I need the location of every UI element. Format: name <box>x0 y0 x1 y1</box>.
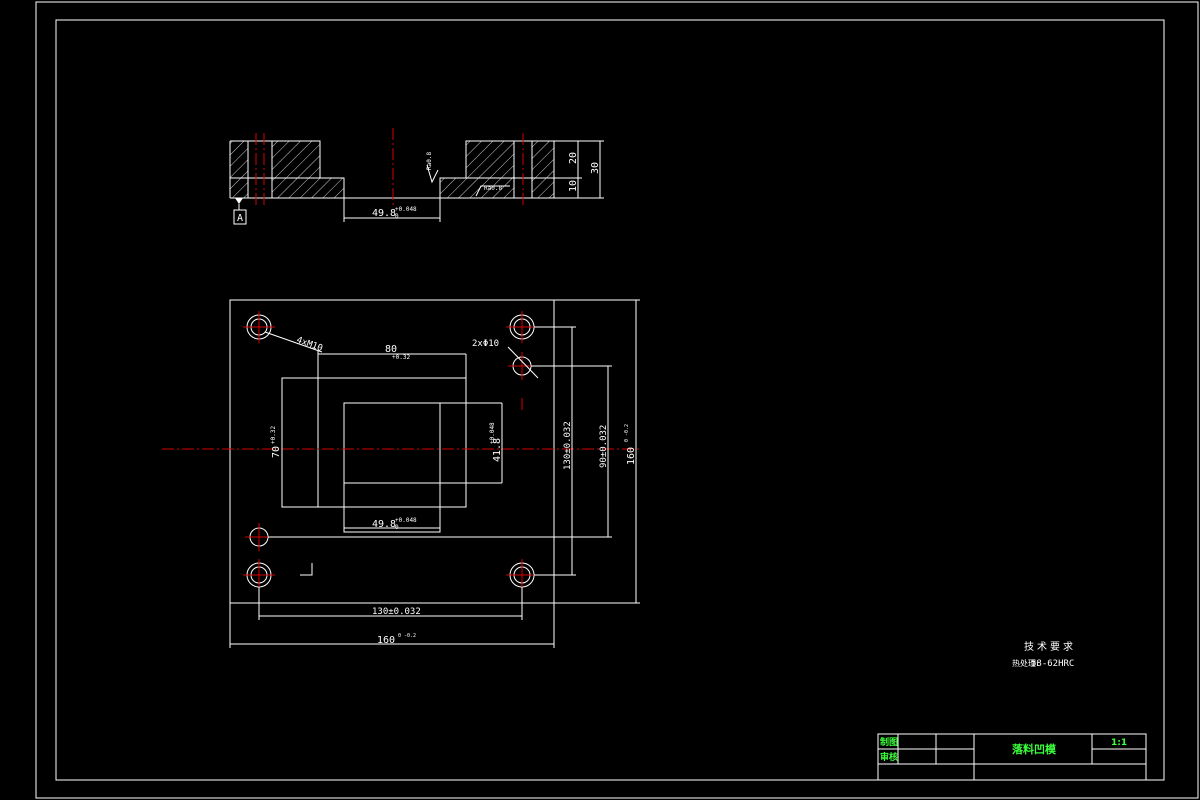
dim-opening-width-tol: +0.048 <box>395 517 417 524</box>
dim-opening-height: 41.8 <box>492 438 503 462</box>
dim-height-lower: 10 <box>568 180 579 192</box>
hatch-right-edge <box>532 141 554 198</box>
die-opening <box>343 402 441 533</box>
dim-overall-width: 160 <box>377 635 395 646</box>
dim-overall-height-tol: 0 -0.2 <box>624 424 630 442</box>
dim-opening-height-tol: +0.048 <box>489 422 496 444</box>
plate-outline <box>229 299 555 604</box>
section-outline-right <box>439 140 555 198</box>
plan-view: 4xM10 2xΦ10 80 +0.32 70 +0.32 41.8 +0.04… <box>162 299 640 648</box>
dim-inner-height-tol: +0.32 <box>270 426 277 444</box>
callout-thread-holes: 4xM10 <box>295 335 324 354</box>
hatch-right-step <box>440 178 466 198</box>
dim-hole-pitch-y: 130±0.032 <box>563 421 573 470</box>
roughness-label-2: Ra0.8 <box>484 185 502 192</box>
title-block: 制图 审核 落料凹模 1:1 <box>877 733 1147 781</box>
leader-pin <box>507 346 539 379</box>
dim-hole-pitch-x: 130±0.032 <box>372 607 421 617</box>
dim-pocket-tol: +0.048 <box>395 206 417 213</box>
hatch-left-body <box>272 141 320 198</box>
outer-border <box>35 1 1199 799</box>
dim-overall-height: 160 <box>626 447 637 465</box>
notes-line1-value: 58-62HRC <box>1031 659 1074 669</box>
hatch-left-edge <box>230 141 248 198</box>
callout-pin-holes: 2xΦ10 <box>472 339 499 349</box>
section-view: Ra0.8 Ra0.8 A 49.8 +0.048 0 20 10 30 <box>229 128 604 225</box>
dim-pocket-tol-low: 0 <box>395 213 399 220</box>
hole-bottom-left <box>243 559 275 591</box>
title-label-checked: 审核 <box>880 751 898 763</box>
roughness-symbol <box>475 185 510 197</box>
notes-line1-prefix: 热处理: <box>1012 658 1039 668</box>
dim-pin-pitch-y: 90±0.032 <box>599 425 609 468</box>
roughness-label-1: Ra0.8 <box>426 152 433 170</box>
inner-border <box>55 19 1165 781</box>
notes-heading: 技术要求 <box>1024 640 1076 653</box>
technical-notes: 技术要求 热处理: 58-62HRC <box>1012 640 1076 669</box>
dim-inner-width: 80 <box>385 344 397 355</box>
dim-opening-width-tol-low: 0 <box>395 524 399 531</box>
hole-top-right <box>506 311 538 343</box>
dim-inner-width-tol: +0.32 <box>392 354 410 361</box>
hole-bottom-right <box>506 559 538 591</box>
hole-top-left <box>243 311 275 343</box>
title-part-name: 落料凹模 <box>1012 742 1057 756</box>
dim-height-total: 30 <box>590 162 601 174</box>
datum-label: A <box>237 213 243 224</box>
dim-overall-width-tol: 0 -0.2 <box>398 633 416 639</box>
title-scale: 1:1 <box>1111 738 1127 748</box>
hatch-right-body <box>466 141 514 198</box>
inner-recess <box>281 377 467 508</box>
dim-pocket-width: 49.8 <box>372 208 396 219</box>
datum-triangle <box>235 198 243 204</box>
title-label-drawn: 制图 <box>880 736 898 748</box>
roughness-symbol <box>426 164 439 184</box>
hatch-left-step <box>320 178 344 198</box>
leader-thread <box>264 331 323 353</box>
dim-height-upper: 20 <box>568 152 579 164</box>
dim-opening-width: 49.8 <box>372 519 396 530</box>
datum-box <box>233 209 247 225</box>
dim-inner-height: 70 <box>271 446 282 458</box>
